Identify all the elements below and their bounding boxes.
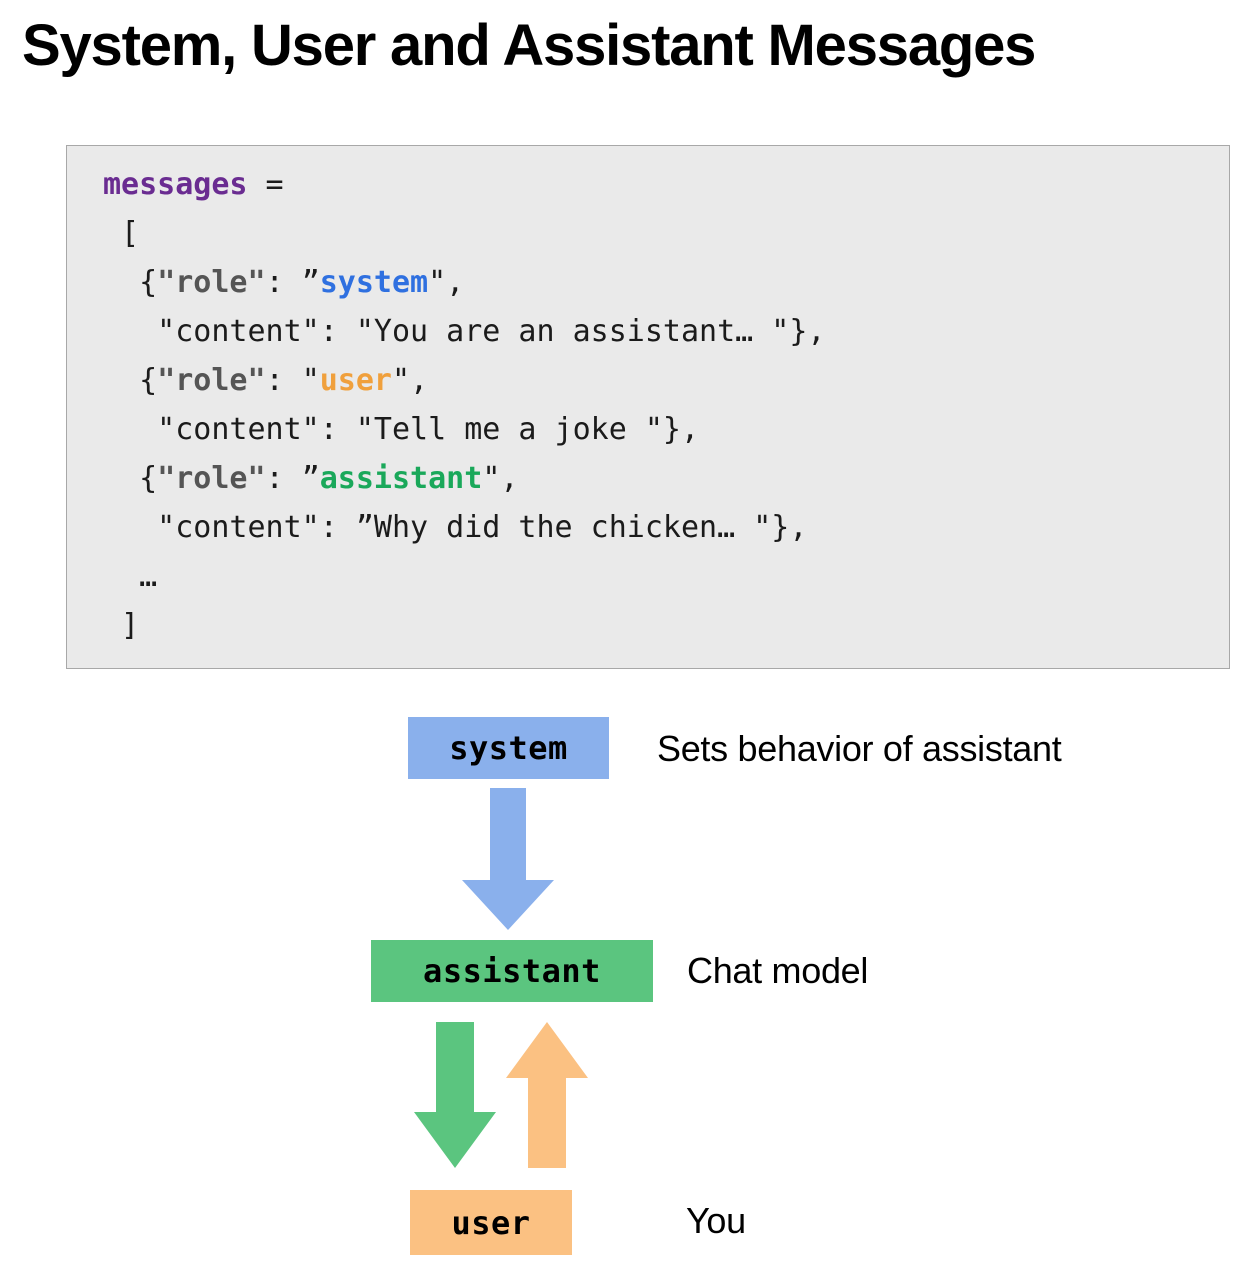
role-box-assistant[interactable]: assistant [371,940,653,1002]
arrow-system-to-assistant-icon [462,788,554,930]
arrow-assistant-to-user-icon [414,1022,496,1168]
line-content-system: "content": "You are an assistant… "}, [103,307,825,356]
role-box-system-label: system [449,729,568,767]
role-box-assistant-label: assistant [423,952,601,990]
code-token-plain: : [265,363,302,398]
code-token-assistant: assistant [319,461,483,496]
line-role-assistant: {"role": ”assistant", [103,454,825,503]
role-box-user-label: user [451,1203,531,1242]
role-caption-user: You [686,1200,746,1241]
arrow-user-to-assistant-icon [506,1022,588,1168]
line-content-assistant: "content": ”Why did the chicken… "}, [103,503,825,552]
role-box-user[interactable]: user [410,1190,572,1255]
line-content-user: "content": "Tell me a joke "}, [103,405,825,454]
code-token-plain: : [265,461,302,496]
code-token-plain: ", [392,363,429,398]
line-role-system: {"role": ”system", [103,258,825,307]
roles-flow-diagram: system Sets behavior of assistant assist… [0,690,1260,1282]
code-token-str: "content": "You are an assistant… "}, [103,314,826,349]
code-token-plain: = [247,167,302,202]
code-listing: messages = [ {"role": ”system", "content… [103,160,825,650]
code-token-key: "role" [157,265,266,300]
code-token-str: "content": "Tell me a joke "}, [103,412,700,447]
line-open-bracket: [ [103,209,825,258]
code-block: messages = [ {"role": ”system", "content… [66,145,1230,669]
line-assign: messages = [103,160,825,209]
code-token-plain: " [301,363,320,398]
code-token-str: "content": ”Why did the chicken… "}, [103,510,808,545]
code-token-plain: ” [301,461,320,496]
code-token-key: "role" [157,461,266,496]
code-token-plain: { [103,461,158,496]
line-ellipsis: … [103,552,825,601]
code-token-var: messages [103,167,248,202]
code-token-plain: { [103,265,158,300]
code-token-plain: ", [428,265,465,300]
line-close-bracket: ] [103,601,825,650]
code-token-system: system [319,265,429,300]
role-caption-assistant: Chat model [687,950,869,991]
code-token-plain: ” [301,265,320,300]
code-token-plain: [ [103,216,140,251]
page-title: System, User and Assistant Messages [22,13,1036,78]
code-token-plain: { [103,363,158,398]
code-token-user: user [319,363,392,398]
code-token-key: "role" [157,363,266,398]
line-role-user: {"role": "user", [103,356,825,405]
code-token-plain: : [265,265,302,300]
code-token-plain: … [103,559,158,594]
role-box-system[interactable]: system [408,717,609,779]
role-caption-system: Sets behavior of assistant [657,728,1062,769]
code-token-plain: ", [482,461,519,496]
code-token-plain: ] [103,608,140,643]
